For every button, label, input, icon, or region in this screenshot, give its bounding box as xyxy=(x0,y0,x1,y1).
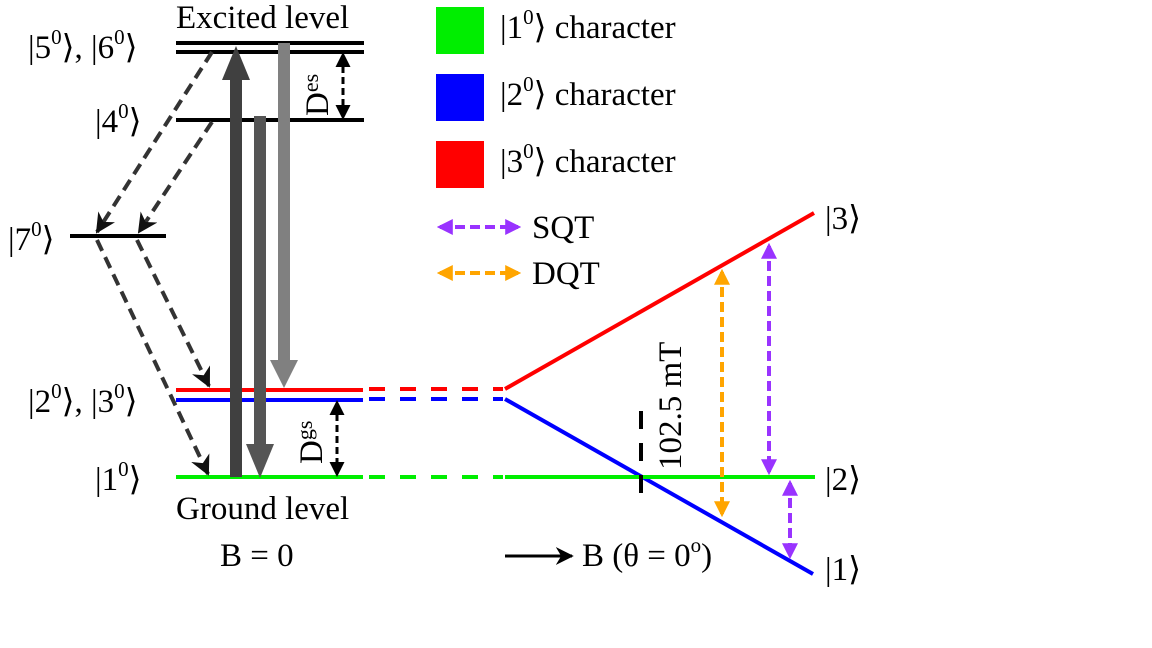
label-dgs: Dgs xyxy=(292,421,330,464)
decay-arrow-7-to-1 xyxy=(95,239,210,476)
label-level-5-6: |50⟩, |60⟩ xyxy=(28,25,137,66)
legend-dqt-label: DQT xyxy=(532,256,600,292)
zeeman-line-1 xyxy=(504,397,814,576)
legend-swatch-3 xyxy=(436,141,484,188)
label-des: Des xyxy=(298,74,336,116)
legend-label-1: |10⟩ character xyxy=(500,5,676,46)
legend-sqt-label: SQT xyxy=(532,210,594,246)
legend: |10⟩ character |20⟩ character |30⟩ chara… xyxy=(436,5,676,292)
label-level-2-3: |20⟩, |30⟩ xyxy=(28,379,137,420)
zeeman-line-3 xyxy=(504,211,815,391)
decay-arrow-7-to-23 xyxy=(135,239,211,388)
legend-swatch-2 xyxy=(436,74,484,121)
emission-arrow-light xyxy=(270,43,298,388)
label-level-1: |10⟩ xyxy=(95,457,141,498)
ground-level-title: Ground level xyxy=(176,491,349,527)
label-state-2: |2⟩ xyxy=(825,462,861,498)
label-state-3: |3⟩ xyxy=(825,201,861,237)
pump-arrow-up xyxy=(222,46,250,477)
label-level-7: |70⟩ xyxy=(8,217,54,258)
legend-label-2: |20⟩ character xyxy=(500,72,676,113)
decay-arrow-4-to-7 xyxy=(137,120,214,234)
label-state-1: |1⟩ xyxy=(825,552,861,588)
decay-arrow-56-to-7 xyxy=(95,50,214,234)
label-level-4: |40⟩ xyxy=(95,99,141,140)
zero-field-label: B = 0 xyxy=(220,538,294,574)
field-axis-label: B (θ = 0o) xyxy=(582,533,712,574)
emission-arrow-mid xyxy=(246,116,274,478)
excited-level-title: Excited level xyxy=(176,0,349,36)
legend-label-3: |30⟩ character xyxy=(500,139,676,180)
legend-swatch-1 xyxy=(436,7,484,54)
crossing-field-label: 102.5 mT xyxy=(653,342,689,470)
